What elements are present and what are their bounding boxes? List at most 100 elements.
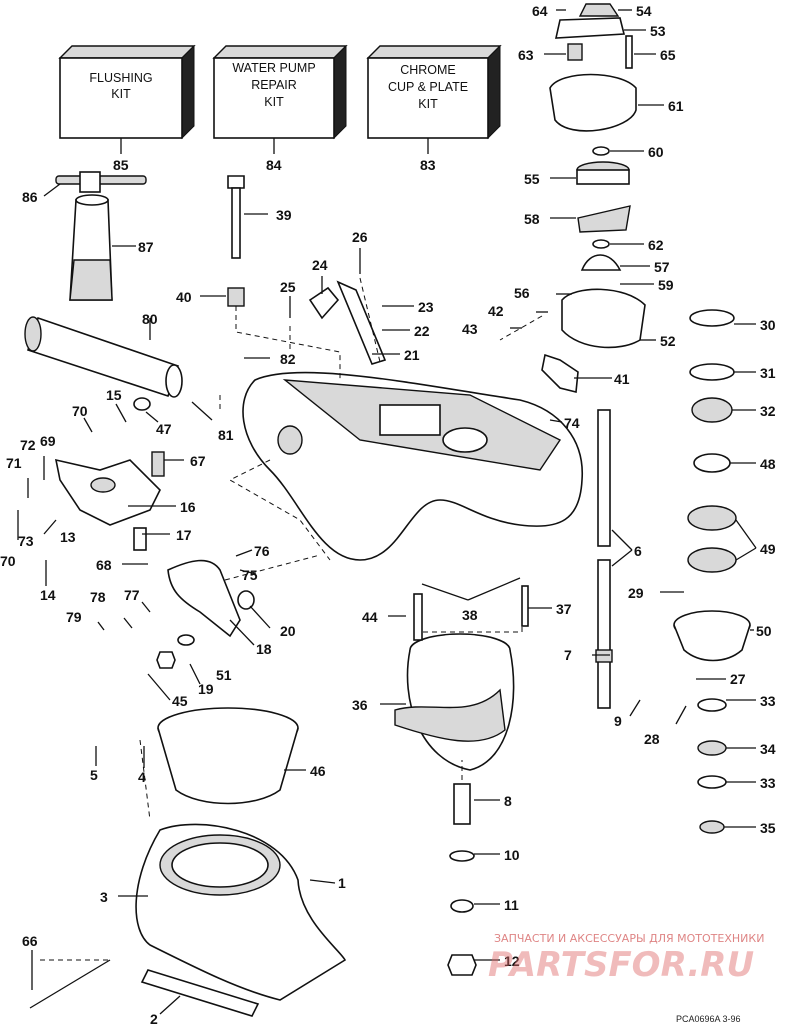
kit-leaders	[120, 138, 429, 154]
callout-35: 35	[760, 820, 776, 836]
callout-48: 48	[760, 456, 776, 472]
callout-56: 56	[514, 285, 530, 301]
callout-72: 72	[20, 437, 36, 453]
callout-23: 23	[418, 299, 434, 315]
callout-9: 9	[614, 713, 622, 729]
callout-69: 69	[40, 433, 56, 449]
callout-80: 80	[142, 311, 158, 327]
callout-54: 54	[636, 3, 652, 19]
bolt-39-part	[227, 175, 245, 307]
callout-28: 28	[644, 731, 660, 747]
callout-14: 14	[40, 587, 56, 603]
callout-79: 79	[66, 609, 82, 625]
callout-29: 29	[628, 585, 644, 601]
intake-housing-part	[135, 823, 347, 1001]
watermark-brand: PARTSFOR.RU	[488, 945, 754, 985]
part-number-callouts: 1 2 3 4 5 6 7 8 9 10 11 12 13 14 15 16 1…	[0, 3, 776, 1026]
callout-78: 78	[90, 589, 106, 605]
callout-44: 44	[362, 609, 378, 625]
callout-36: 36	[352, 697, 368, 713]
drawing-code: PCA0696A 3-96	[676, 1014, 741, 1024]
callout-76: 76	[254, 543, 270, 559]
hose-part	[24, 316, 183, 398]
callout-15: 15	[106, 387, 122, 403]
callout-68: 68	[96, 557, 112, 573]
callout-73: 73	[18, 533, 34, 549]
callout-75: 75	[242, 567, 258, 583]
hardware-stack-part	[413, 585, 529, 976]
callout-77: 77	[124, 587, 140, 603]
water-pump-parts	[541, 3, 646, 394]
callout-50: 50	[756, 623, 772, 639]
callout-25: 25	[280, 279, 296, 295]
kit-box-chrome-cup: CHROME CUP & PLATE KIT	[366, 44, 502, 140]
kit-label-line1: WATER PUMP	[232, 61, 315, 75]
callout-6: 6	[634, 543, 642, 559]
assembly-lines	[40, 277, 543, 961]
callout-83: 83	[420, 157, 436, 173]
callout-58: 58	[524, 211, 540, 227]
callout-81: 81	[218, 427, 234, 443]
callout-40: 40	[176, 289, 192, 305]
kit-label-line2: CUP & PLATE	[388, 80, 468, 94]
callout-20: 20	[280, 623, 296, 639]
callout-5: 5	[90, 767, 98, 783]
callout-11: 11	[504, 897, 519, 913]
callout-70b: 70	[0, 553, 16, 569]
watermark-tagline: ЗАПЧАСТИ И АКСЕССУАРЫ ДЛЯ МОТОТЕХНИКИ	[494, 932, 764, 945]
callout-47: 47	[156, 421, 172, 437]
callout-19: 19	[198, 681, 214, 697]
callout-70: 70	[72, 403, 88, 419]
callout-7: 7	[564, 647, 572, 663]
callout-38: 38	[462, 607, 478, 623]
callout-10: 10	[504, 847, 520, 863]
callout-30: 30	[760, 317, 776, 333]
callout-65: 65	[660, 47, 676, 63]
callout-32: 32	[760, 403, 776, 419]
callout-66: 66	[22, 933, 38, 949]
callout-82: 82	[280, 351, 296, 367]
callout-26: 26	[352, 229, 368, 245]
callout-51: 51	[216, 667, 232, 683]
callout-4: 4	[138, 769, 146, 785]
strap-part	[29, 959, 260, 1017]
callout-24: 24	[312, 257, 328, 273]
flushing-adapter-part	[55, 171, 147, 301]
leader-lines	[17, 9, 757, 1015]
callout-8: 8	[504, 793, 512, 809]
callout-2: 2	[150, 1011, 158, 1026]
callout-55: 55	[524, 171, 540, 187]
callout-3: 3	[100, 889, 108, 905]
callout-16: 16	[180, 499, 196, 515]
pump-housing-part	[242, 371, 583, 561]
callout-1: 1	[338, 875, 346, 891]
callout-22: 22	[414, 323, 430, 339]
callout-74: 74	[564, 415, 580, 431]
callout-62: 62	[648, 237, 664, 253]
callout-84: 84	[266, 157, 282, 173]
callout-57: 57	[654, 259, 670, 275]
callout-37: 37	[556, 601, 572, 617]
kit-label-line1: CHROME	[400, 63, 456, 77]
callout-18: 18	[256, 641, 272, 657]
callout-27: 27	[730, 671, 746, 687]
callout-67: 67	[190, 453, 206, 469]
impeller-housing-part	[394, 633, 515, 771]
callout-52: 52	[660, 333, 676, 349]
callout-60: 60	[648, 144, 664, 160]
callout-61: 61	[668, 98, 684, 114]
steering-bracket-part	[54, 280, 387, 669]
kit-label-line3: KIT	[264, 95, 284, 109]
callout-71: 71	[6, 455, 22, 471]
callout-87: 87	[138, 239, 154, 255]
callout-43: 43	[462, 321, 478, 337]
callout-17: 17	[176, 527, 192, 543]
callout-34: 34	[760, 741, 776, 757]
kit-label-line3: KIT	[418, 97, 438, 111]
callout-45: 45	[172, 693, 188, 709]
callout-42: 42	[488, 303, 504, 319]
kit-box-flushing: FLUSHING KIT	[58, 44, 196, 140]
wear-ring-part	[157, 707, 299, 805]
seal-stack-part	[673, 309, 751, 834]
